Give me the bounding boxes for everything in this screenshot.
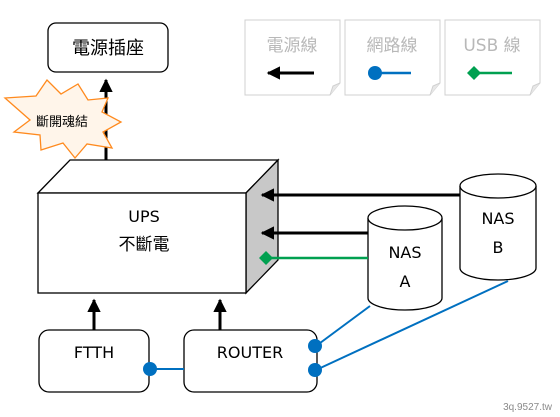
legend-network-label: 網路線 xyxy=(367,36,418,56)
router-label: ROUTER xyxy=(217,343,283,362)
legend-power-label: 電源線 xyxy=(267,36,318,56)
nas-a-label-line2: A xyxy=(400,272,411,291)
ups-top-face xyxy=(36,159,280,194)
nas-b-label-line2: B xyxy=(493,238,504,257)
usb-port-ups xyxy=(259,251,273,265)
ups-label-line1: UPS xyxy=(128,207,160,226)
network-cable-router-nas-a xyxy=(315,305,371,347)
router-box: ROUTER xyxy=(183,329,318,393)
ups-box: UPS 不斷電 xyxy=(36,158,280,295)
disconnect-burst-label: 斷開魂結 xyxy=(36,114,88,130)
nas-b: NAS B xyxy=(459,173,537,281)
legend-usb-label: USB 線 xyxy=(463,36,520,56)
watermark: 3q.9527.tw xyxy=(503,402,553,413)
network-port-router-1 xyxy=(308,339,322,353)
ftth-box: FTTH xyxy=(38,329,150,393)
ups-label-line2: 不斷電 xyxy=(119,235,170,255)
power-outlet-label: 電源插座 xyxy=(72,38,144,59)
legend-network-swatch-dot xyxy=(368,66,382,80)
network-port-ftth xyxy=(143,362,157,376)
nas-a-label-line1: NAS xyxy=(388,243,421,262)
network-cable-router-nas-b xyxy=(315,280,509,371)
nas-b-label-line1: NAS xyxy=(481,209,514,228)
legend-network-line: 網路線 xyxy=(344,19,441,96)
network-port-router-2 xyxy=(308,363,322,377)
legend-usb-line: USB 線 xyxy=(444,19,541,96)
legend-power-line: 電源線 xyxy=(244,19,341,96)
ups-front-face xyxy=(37,192,247,294)
nas-a: NAS A xyxy=(367,205,443,311)
legend-usb-swatch-diamond xyxy=(467,66,481,80)
disconnect-burst: 斷開魂結 xyxy=(3,78,123,160)
ftth-label: FTTH xyxy=(74,343,114,362)
power-outlet: 電源插座 xyxy=(47,22,169,73)
